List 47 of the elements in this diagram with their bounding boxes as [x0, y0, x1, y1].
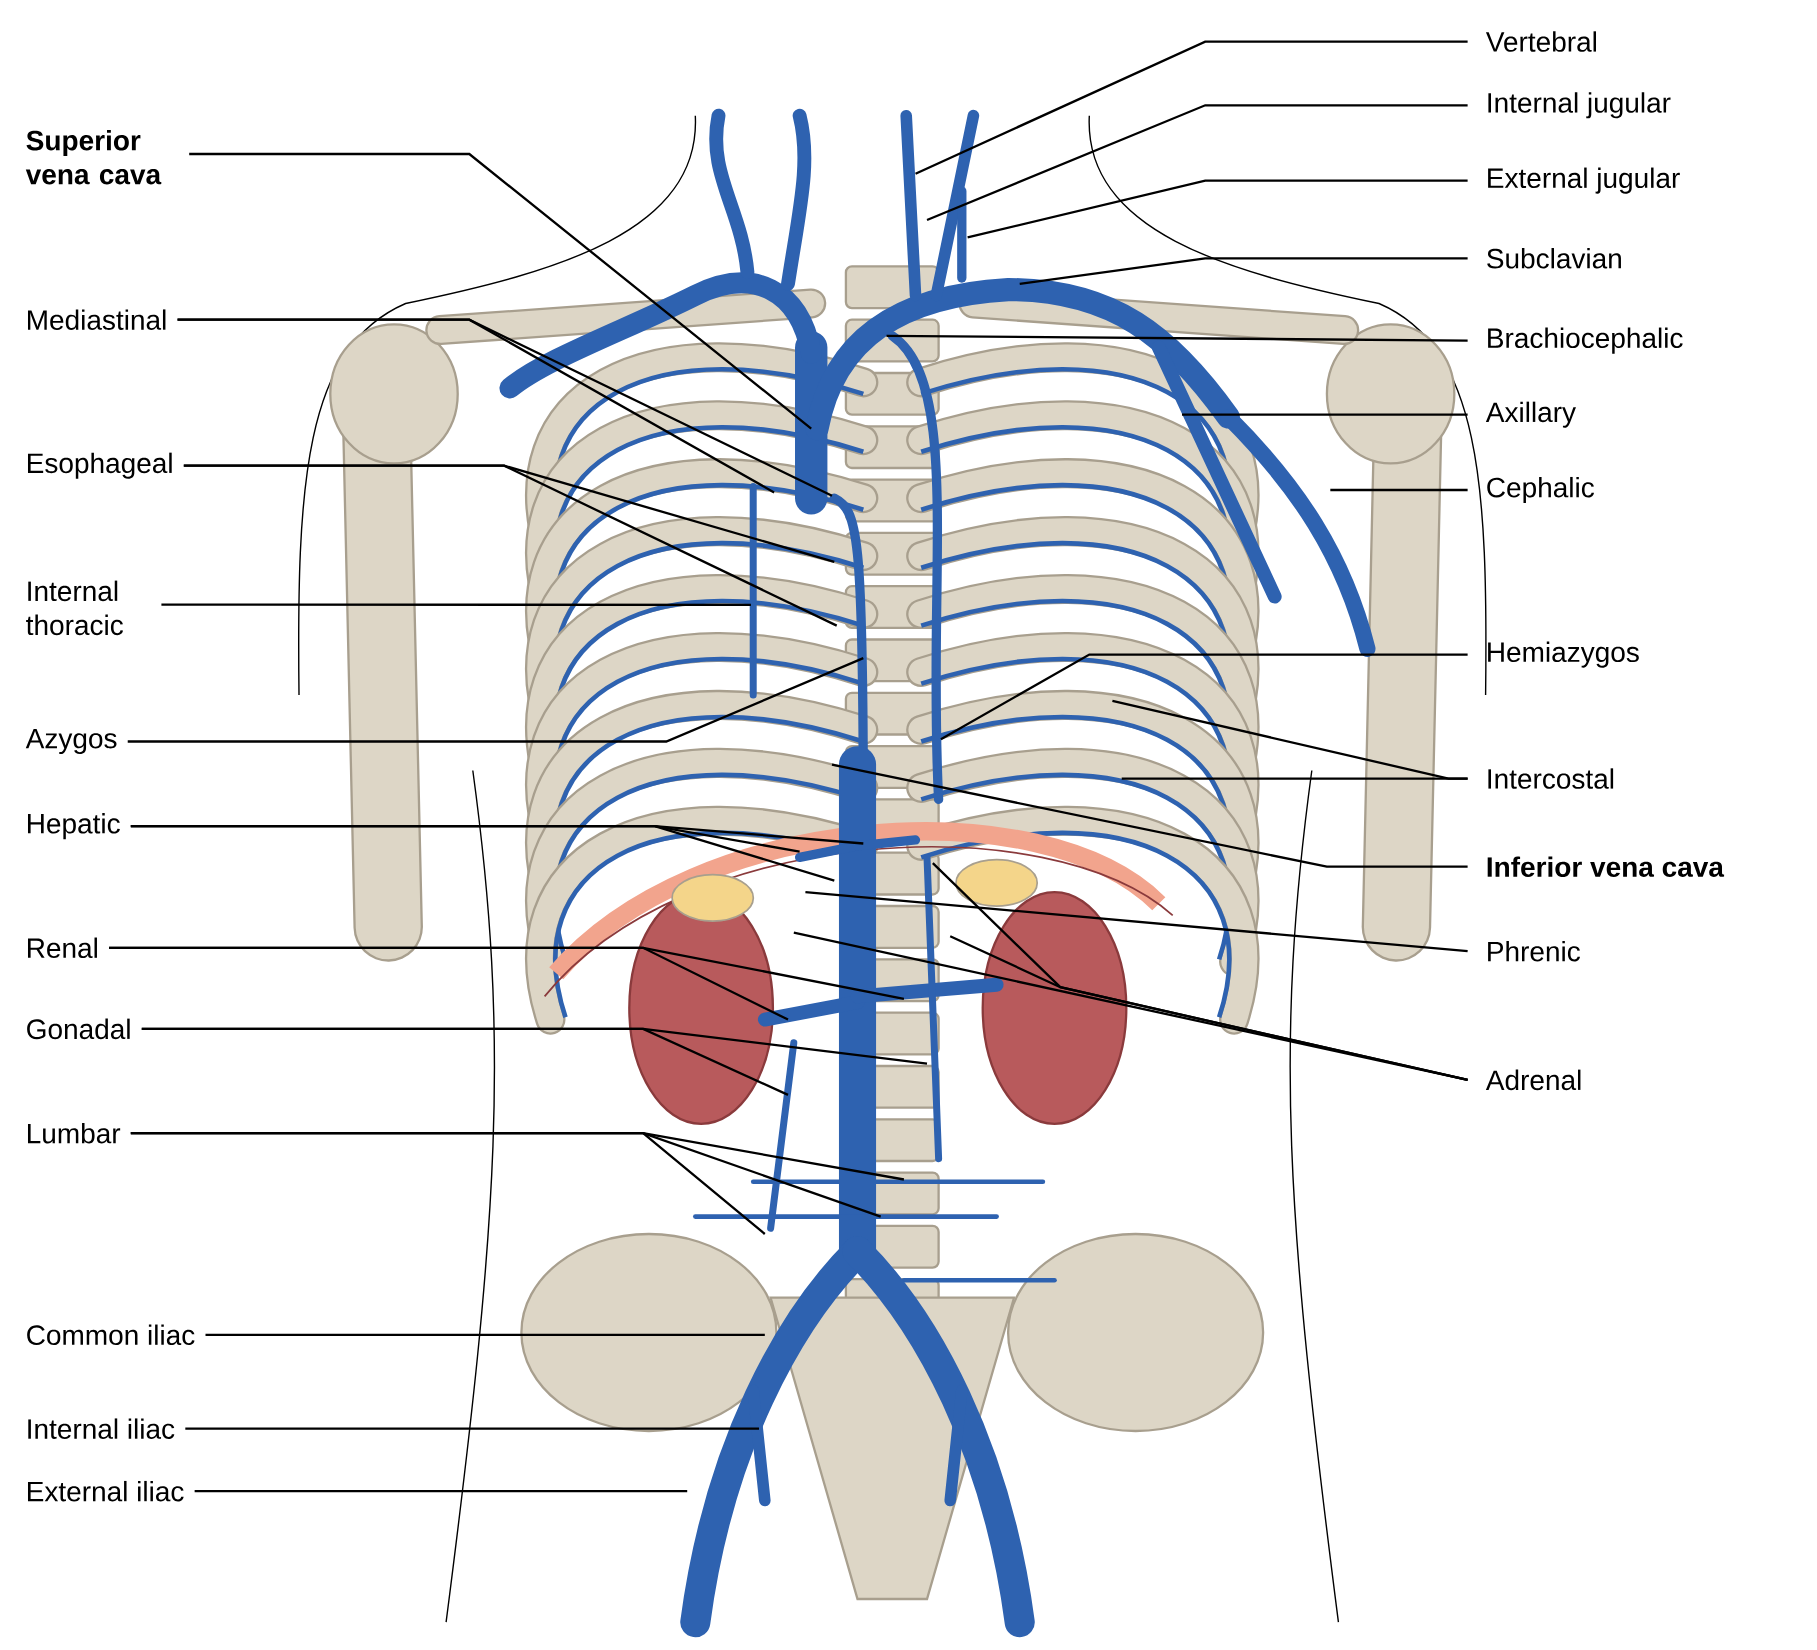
- vein-label: Phrenic: [1488, 940, 1580, 962]
- leader-line: [1330, 488, 1468, 492]
- leader-line: [831, 763, 1468, 868]
- leader-line: [205, 1333, 765, 1336]
- vein-label: Gonadal: [27, 1018, 130, 1040]
- vein-label: Intercostal: [1488, 768, 1614, 789]
- leader-line: [185, 1427, 759, 1430]
- leader-line: [109, 946, 789, 1021]
- leader-line: [1182, 413, 1468, 416]
- vein-label: Azygos: [25, 728, 117, 754]
- vein-label: Inferior vena cava: [1487, 856, 1725, 877]
- vein-label: Internal iliac: [28, 1418, 175, 1439]
- vein-label: Subclavian: [1487, 248, 1621, 269]
- leader-line: [141, 1027, 789, 1096]
- vein-label: Esophageal: [28, 452, 172, 479]
- vein-label: Hemiazygos: [1488, 641, 1639, 668]
- leader-line: [194, 1490, 688, 1493]
- vein-label: Renal: [28, 937, 97, 959]
- vein-label: Axillary: [1485, 401, 1576, 428]
- vein-label: Adrenal: [1485, 1069, 1581, 1091]
- leader-line: [183, 464, 838, 627]
- vein-label: Vertebral: [1485, 31, 1596, 52]
- leader-line: [127, 657, 864, 743]
- leader-line: [967, 179, 1468, 239]
- leader-line: [1121, 777, 1468, 780]
- leader-line: [915, 40, 1468, 175]
- leader-line: [130, 824, 835, 882]
- leader-line: [805, 890, 1468, 953]
- leader-line: [189, 152, 812, 430]
- leader-line: [161, 603, 751, 606]
- vein-label: Mediastinal: [28, 309, 166, 330]
- vein-label: Brachiocephalic: [1488, 327, 1683, 354]
- leader-line: [940, 653, 1468, 741]
- vein-label: Lumbar: [28, 1122, 121, 1144]
- leader-line: [926, 104, 1468, 222]
- vein-label: Superior vena cava: [25, 129, 162, 185]
- vein-label: Internal thoracic: [26, 580, 123, 636]
- vein-label: External jugular: [1488, 167, 1680, 194]
- leader-line: [886, 334, 1468, 342]
- vein-label: External iliac: [28, 1480, 184, 1502]
- vein-label: Common iliac: [27, 1324, 195, 1346]
- leader-line: [1019, 257, 1468, 285]
- vein-label: Hepatic: [28, 813, 120, 840]
- vein-label: Internal jugular: [1488, 92, 1671, 119]
- leader-line: [130, 1132, 766, 1235]
- vein-label: Cephalic: [1487, 476, 1594, 504]
- leader-line: [949, 935, 1468, 1081]
